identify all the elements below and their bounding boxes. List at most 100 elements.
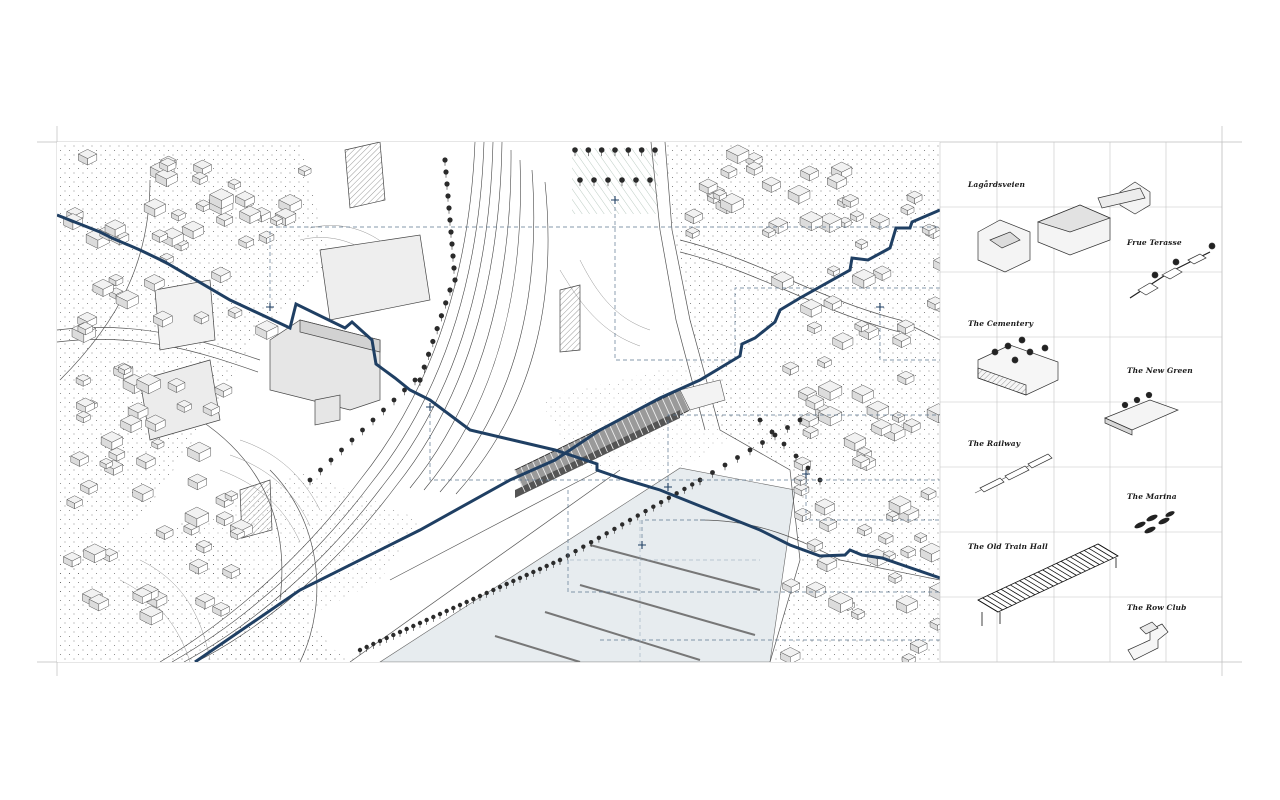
tree [381,407,386,416]
house [152,310,173,328]
house [684,208,704,225]
house [851,384,874,404]
tree [557,557,563,565]
tree [404,626,409,634]
tree [412,377,418,386]
house [857,524,873,537]
legend-icon-marina [1134,511,1175,534]
tree [370,417,376,426]
tree [443,300,449,309]
house [132,483,154,503]
tree [757,417,763,426]
tree [450,253,456,262]
vegetation-zone-south [170,470,420,620]
tree [364,644,369,652]
route-lines [57,208,940,662]
tree [443,169,449,178]
house [115,289,139,310]
house [921,223,937,237]
house [768,217,789,235]
house [155,525,174,541]
house [143,274,165,292]
house [802,425,819,440]
tree [397,629,403,637]
tree [531,569,536,577]
tree [598,147,605,157]
legend-icon-new-green [1104,391,1179,436]
house [819,516,838,533]
house [870,419,892,437]
tree [793,453,799,462]
tree [464,599,469,607]
house [76,411,91,424]
tree [690,482,695,490]
house [712,189,727,201]
house [184,506,210,528]
house [195,592,215,610]
house [222,564,241,580]
house [83,543,107,564]
tree [577,177,583,187]
tree [633,177,639,187]
legend-icon-old-train-hall [977,543,1119,626]
house [720,164,738,180]
tree [442,157,448,166]
tree [551,560,556,568]
house [926,296,940,311]
tree [658,500,664,508]
tree [504,581,509,589]
tree [452,277,458,286]
route-line-diagonal [194,208,940,662]
house [914,532,928,544]
house [854,320,869,333]
house [92,278,114,297]
house [215,511,234,527]
house [270,215,284,227]
tree [421,364,427,373]
house [816,554,838,573]
house [88,594,110,612]
tree [511,578,516,586]
tree [448,229,454,238]
tree [444,608,449,616]
house [888,495,912,515]
house [870,213,890,230]
house [108,447,126,462]
tree [772,432,778,441]
house [155,168,178,188]
house [255,320,279,340]
legend-label-railway: The Railway [968,439,1021,448]
house [234,191,255,208]
house [62,213,83,231]
house [183,522,200,536]
tree [517,575,523,583]
house [104,219,126,238]
house [761,176,782,193]
tree [391,632,396,640]
tree [449,241,455,250]
tree [638,147,645,157]
house [817,356,832,369]
residential-houses [62,144,940,662]
legend-label-old-train-hall: The Old Train Hall [968,542,1048,551]
legend-label-lagardsveien: Lagårdsveien [968,180,1026,189]
tree [735,455,740,463]
house [117,363,132,376]
house [145,414,166,432]
tree [635,513,640,521]
tree [585,147,592,157]
house [780,647,801,662]
tree [411,623,416,631]
tree [484,590,489,598]
house [832,332,854,351]
house [209,188,234,210]
legend-label-frue-terasse: Frue Terasse [1127,238,1182,247]
house [187,441,212,463]
tree [682,486,687,494]
tree [451,605,456,613]
house [120,414,143,434]
tree [581,544,586,552]
cemetery-green [572,148,658,214]
house [187,473,208,491]
